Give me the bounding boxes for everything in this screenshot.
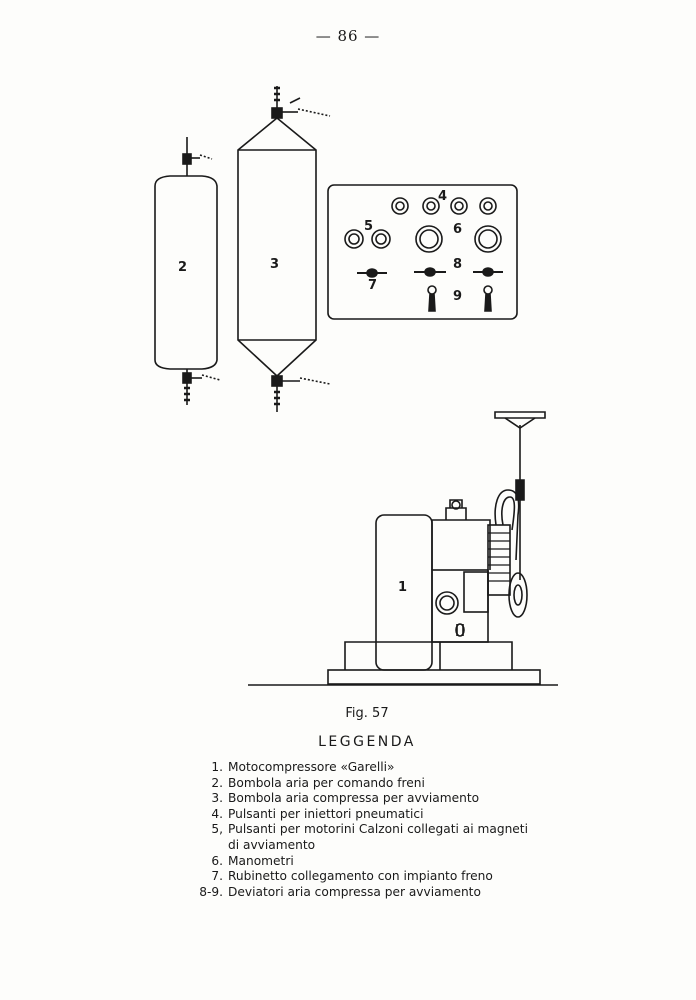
figure-caption: Fig. 57 [345,706,389,721]
legend-item-text: Pulsanti per motorini Calzoni collegati … [228,822,528,852]
legend-item: 7. Rubinetto collegamento con impianto f… [190,869,530,885]
legend-item: 5, Pulsanti per motorini Calzoni collega… [190,822,530,853]
legend-item-number: 3. [211,791,223,806]
legend-item-number: 8-9. [199,884,223,899]
legend-item-text: Rubinetto collegamento con impianto fren… [228,869,493,884]
legend-item-number: 2. [211,775,223,790]
legend-item-number: 4. [211,806,223,821]
label-large-tank: 3 [270,257,279,272]
label-panel-diverters: 9 [453,289,462,304]
legend-item-text: Pulsanti per iniettori pneumatici [228,806,424,821]
legend-item-number: 6. [211,853,223,868]
label-compressor: 1 [398,580,407,595]
large-air-tank [237,86,331,412]
label-panel-gauges: 6 [453,222,462,237]
legend-item-text: Deviatori aria compressa per avviamento [228,884,481,899]
legend-item-text: Motocompressore «Garelli» [228,760,395,774]
legend-item: 8-9. Deviatori aria compressa per avviam… [190,885,530,901]
legend-list: 1. Motocompressore «Garelli» 2. Bombola … [190,760,530,900]
page-number: — 86 — [315,27,381,45]
legend-item: 3. Bombola aria compressa per avviamento [190,791,530,807]
label-panel-valve: 7 [368,278,377,293]
legend-item: 4. Pulsanti per iniettori pneumatici [190,807,530,823]
legend-item-text: Manometri [228,853,294,868]
legend-title: LEGGENDA [318,734,416,750]
legend-item-text: Bombola aria per comando freni [228,775,425,790]
legend-item-text: Bombola aria compressa per avviamento [228,791,480,806]
legend-item: 6. Manometri [190,854,530,870]
motocompressor [248,411,558,686]
legend-item-number: 1. [211,760,223,774]
legend-item-number: 7. [211,869,223,884]
control-panel [327,184,518,320]
label-panel-valves-right: 8 [453,257,462,272]
label-panel-injectors: 4 [438,189,447,204]
legend-item: 2. Bombola aria per comando freni [190,776,530,792]
label-panel-starter-buttons: 5 [364,219,373,234]
label-small-tank: 2 [178,260,187,275]
small-air-tank [154,137,221,405]
figure-57-illustration: 2 3 4 5 6 7 8 9 1 [154,86,558,686]
legend-item: 1. Motocompressore «Garelli» [190,760,530,776]
legend-item-number: 5, [211,822,223,837]
